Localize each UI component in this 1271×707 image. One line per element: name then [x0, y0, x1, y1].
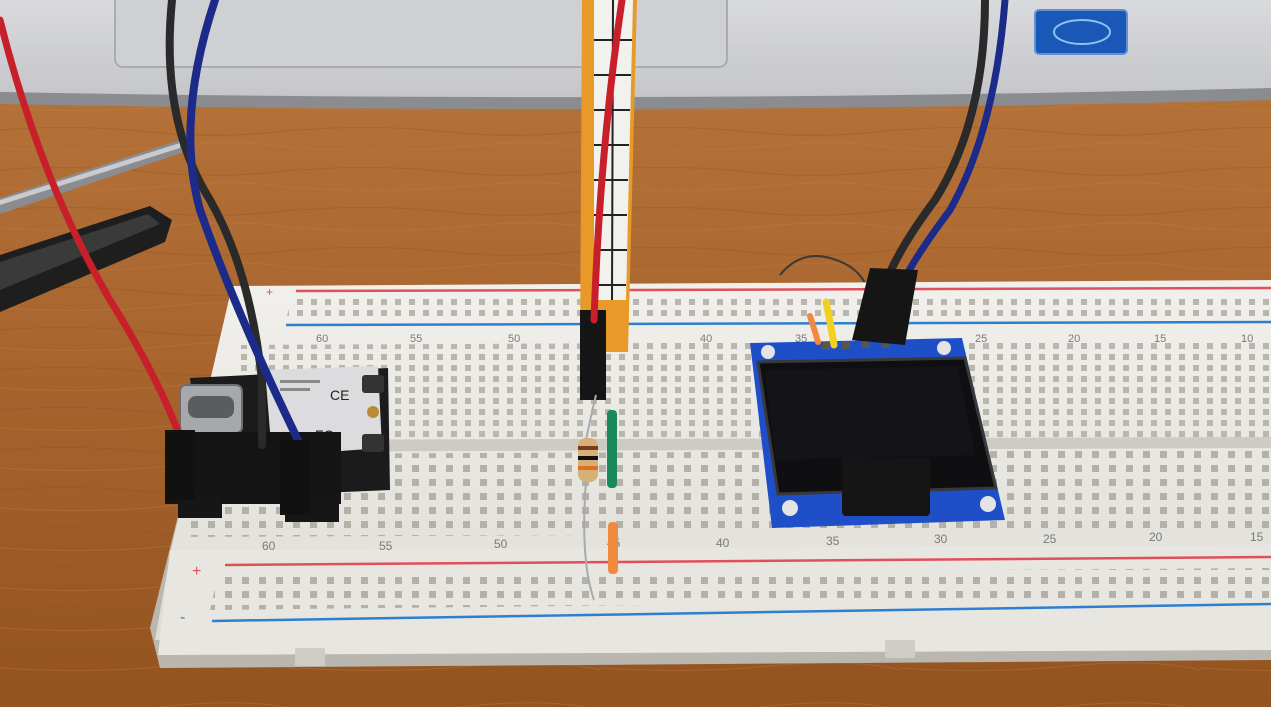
col-label: 20 [1068, 333, 1080, 345]
col-label: 55 [379, 539, 393, 553]
col-label: 35 [826, 534, 840, 548]
col-label: 30 [934, 532, 948, 546]
oled-display-module [750, 338, 1005, 528]
col-label: 60 [316, 333, 328, 345]
rail-plus-bottom: + [192, 563, 201, 580]
dupont-connector-oled [852, 268, 918, 345]
red-wire-flex [590, 0, 626, 324]
rail-bottom-red [224, 555, 1271, 567]
col-label: 40 [716, 536, 730, 550]
col-label: 15 [1250, 530, 1264, 544]
loose-wire [779, 255, 869, 291]
red-wire-left [0, 16, 187, 449]
col-label: 20 [1149, 530, 1163, 544]
resistor [578, 394, 598, 601]
green-jumper [607, 410, 617, 488]
intel-sticker [1034, 9, 1128, 55]
blue-wire-left [186, 0, 302, 444]
col-label: 50 [494, 537, 508, 551]
rail-top-blue [285, 320, 1271, 327]
col-label: 25 [975, 333, 987, 345]
orange-jumper [608, 522, 618, 574]
breadboard: + + - 60 55 50 45 40 35 30 25 20 15 10 6… [150, 280, 1271, 668]
col-label: 55 [410, 333, 422, 345]
col-label: 10 [1241, 333, 1253, 345]
black-wire-oled [876, 0, 989, 304]
oled-header-pins [822, 340, 890, 350]
dupont-connector-left-2 [280, 440, 310, 515]
rail-minus-bottom: - [180, 609, 185, 626]
laptop-trackpad [114, 0, 728, 68]
col-label: 40 [700, 333, 712, 345]
dupont-connector-left-1 [165, 430, 195, 500]
col-label: 60 [262, 539, 276, 553]
rail-plus-top: + [266, 285, 273, 299]
bottom-row-numbers: 60 55 50 45 40 35 30 25 20 15 [262, 530, 1264, 553]
top-row-numbers: 60 55 50 45 40 35 30 25 20 15 10 [316, 333, 1253, 345]
col-label: 25 [1043, 532, 1057, 546]
col-label: 15 [1154, 333, 1166, 345]
yellow-wire [822, 298, 838, 349]
ce-mark: CE [330, 387, 349, 403]
rail-bottom-blue [211, 602, 1271, 623]
rail-top-red [295, 286, 1271, 293]
col-label: 50 [508, 333, 520, 345]
black-wire-left [165, 0, 266, 449]
orange-wire-oled [807, 313, 821, 345]
